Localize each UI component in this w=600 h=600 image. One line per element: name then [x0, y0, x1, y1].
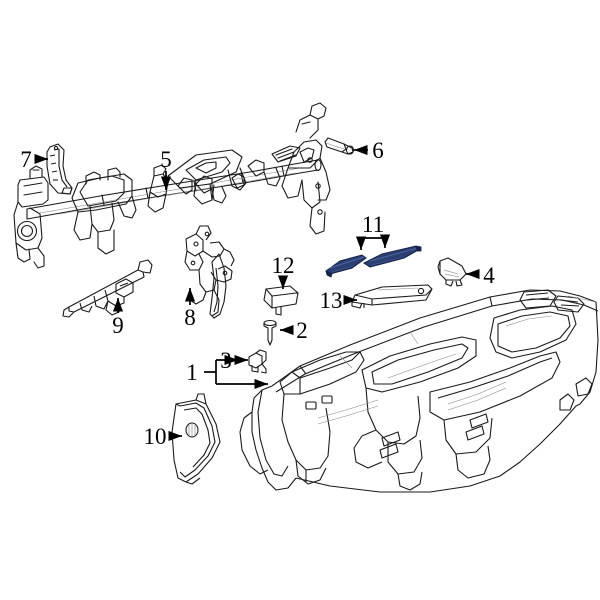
callout-7: 7: [20, 147, 32, 172]
leader-lines: [34, 144, 480, 442]
callout-12: 12: [272, 253, 295, 278]
callout-1: 1: [186, 360, 198, 385]
part-3-retainer-clip: [248, 349, 267, 374]
leader-11: [355, 234, 391, 250]
part-4-side-defroster-nozzle: [437, 257, 467, 287]
part-10-instrument-panel-side-trim: [171, 393, 221, 485]
callout-numbers: 1 2 3 4 5 6 7 8 9 10 11 12 13: [20, 138, 495, 449]
callout-11: 11: [362, 212, 384, 237]
part-6-mounting-bolt: [324, 137, 355, 155]
callout-10: 10: [144, 424, 167, 449]
callout-4: 4: [483, 263, 495, 288]
part-11-instrument-panel-garnish-molding: [325, 245, 422, 278]
part-5-instrument-panel-reinforcement-beam: [13, 102, 331, 269]
callout-2: 2: [296, 318, 308, 343]
leader-1-3: [204, 354, 268, 390]
part-1-instrument-panel-main-pad: [239, 289, 599, 493]
garnish-molding-strip-left: [325, 254, 367, 278]
part-8-center-support-bracket: [184, 225, 235, 319]
part-2-push-rivet-clip: [263, 319, 277, 346]
callout-3: 3: [220, 348, 232, 373]
callout-6: 6: [372, 138, 384, 163]
callout-13: 13: [320, 288, 343, 313]
garnish-molding-strip-right: [363, 245, 422, 268]
part-12-cover-cap: [263, 285, 299, 316]
callout-8: 8: [184, 305, 196, 330]
callout-9: 9: [112, 313, 124, 338]
callout-5: 5: [160, 147, 172, 172]
